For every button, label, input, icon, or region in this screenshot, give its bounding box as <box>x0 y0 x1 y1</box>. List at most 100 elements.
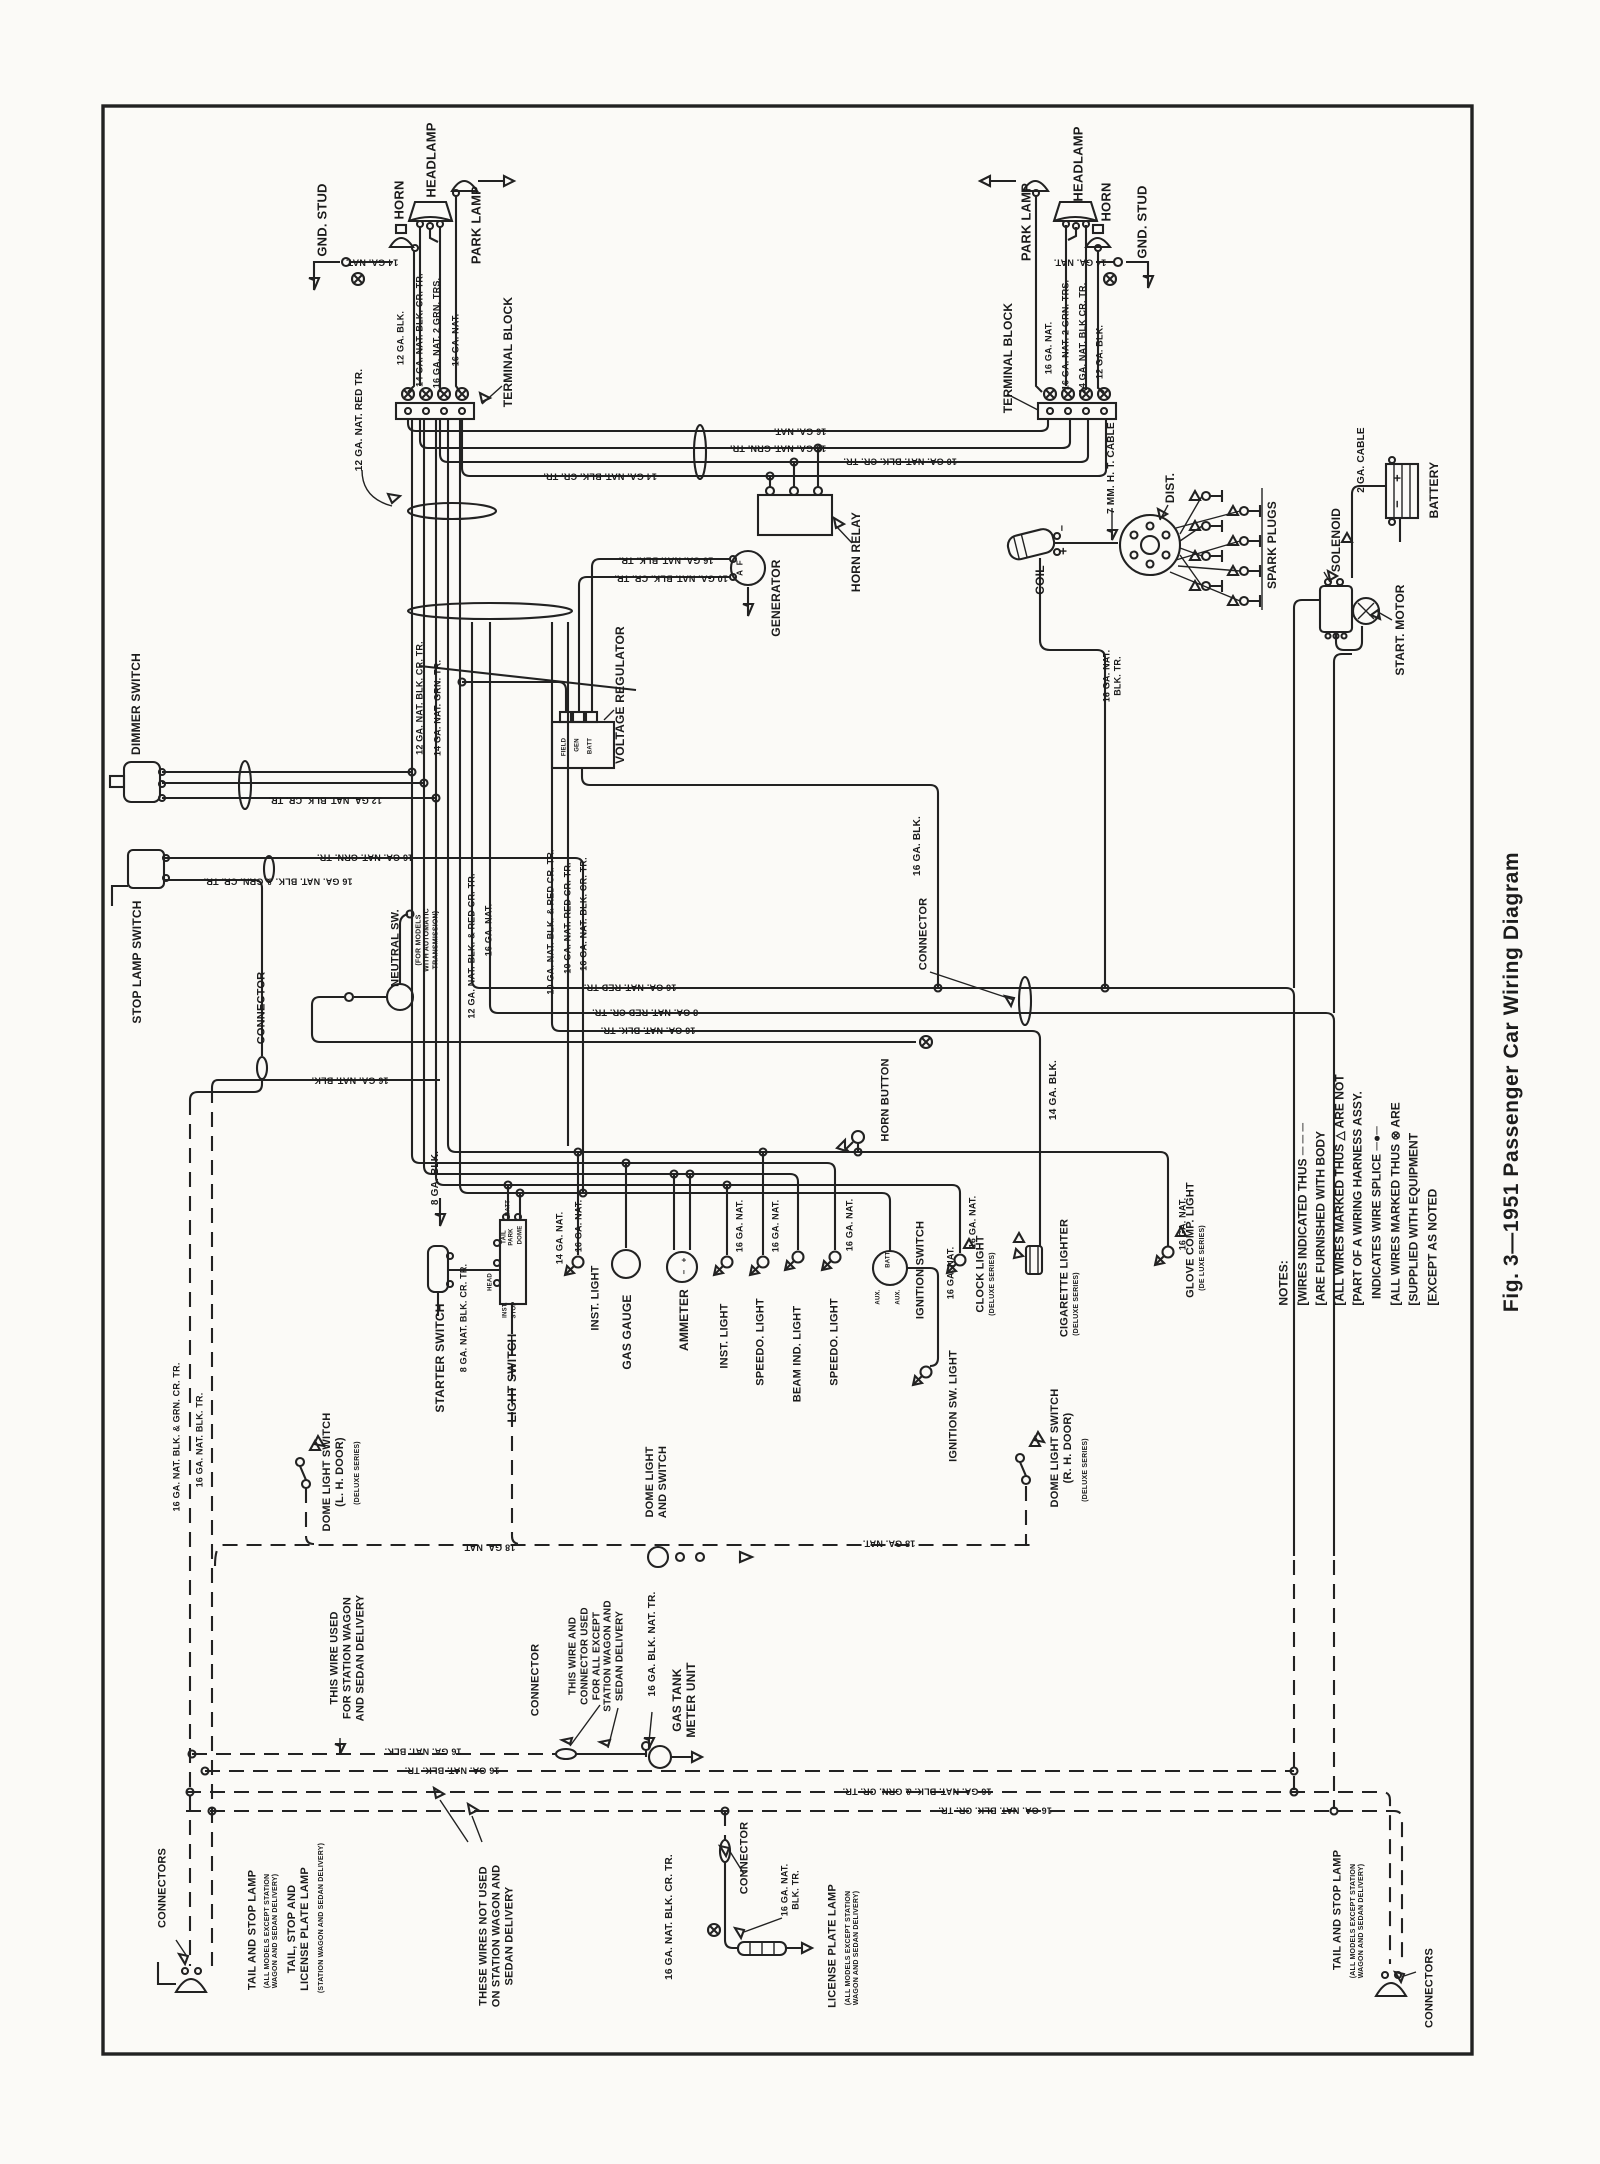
dimmer-switch-label: DIMMER SWITCH <box>128 653 143 755</box>
tail-stop-license-label: TAIL, STOP AND LICENSE PLATE LAMP <box>286 1867 311 1991</box>
spark-plugs-icon <box>1200 488 1263 610</box>
wire-10ga-nat-blk-red: 10 GA. NAT. BLK. & RED CR. TR. <box>545 849 556 995</box>
wire-16ga-nat-blk-cr-lic: 16 GA. NAT. BLK. CR. TR. <box>664 1854 676 1980</box>
ls-dome: DOME <box>517 1225 524 1245</box>
wire-12ga-nat-blk-red: 12 GA. NAT. BLK. & RED CR. TR. <box>466 873 477 1019</box>
cigarette-lighter-note: (DELUXE SERIES) <box>1072 1272 1080 1336</box>
bus-16ga-nat-grn: 16 GA. NAT. GRN. TR. <box>729 443 827 454</box>
figure-caption: Fig. 3—1951 Passenger Car Wiring Diagram <box>1500 851 1523 1313</box>
wire-12ga-blk-left: 12 GA. BLK. <box>395 310 406 366</box>
wire-16ga-nat-blk-gen: 16 GA. NAT. BLK. TR. <box>618 555 714 566</box>
wire-16ga-blk: 16 GA. BLK. <box>912 816 924 876</box>
wire-10ga-nat-blk-cr-gen: 10 GA. NAT. BLK. CR. TR. <box>614 573 728 584</box>
glove-comp-light-note: (DE LUXE SERIES) <box>1198 1225 1206 1291</box>
headlamp-left-icon <box>407 200 454 231</box>
dist-label: DIST. <box>1162 472 1177 504</box>
connector-mid-label: CONNECTOR <box>917 897 930 971</box>
horn-relay-icon <box>756 485 834 537</box>
connectors-and-wraps <box>237 423 1033 1864</box>
horn-relay-label: HORN RELAY <box>848 511 863 593</box>
wire-12ga-blk-right: 12 GA. BLK. <box>1094 324 1105 380</box>
starter-switch-label: STARTER SWITCH <box>432 1303 447 1413</box>
indicator-lights <box>564 1129 1175 1386</box>
these-wires-note: THESE WIRES NOT USED ON STATION WAGON AN… <box>477 1864 516 2008</box>
tail-stop-lamp-right-label: TAIL AND STOP LAMP <box>1331 1849 1344 1971</box>
wire-16ga-nat-blk-tr-b2: 16 GA. NAT. BLK. TR. <box>404 1765 500 1776</box>
coil-plus: + <box>1055 547 1071 555</box>
wire-16ga-nat-blk-b1: 16 GA. NAT. BLK. <box>384 1746 462 1757</box>
gas-tank-meter-label: GAS TANK METER UNIT <box>669 1662 698 1738</box>
tail-stop-lamp-right-icon <box>1374 1970 1408 1998</box>
dome-light-and-switch-label: DOME LIGHT AND SWITCH <box>644 1445 669 1519</box>
wire-16ga-nat-blk-grn-stop: 16 GA. NAT. BLK. & GRN. CR. TR. <box>203 876 353 887</box>
ign-batt: BATT. <box>885 1250 892 1268</box>
gas-gauge-label: GAS GAUGE <box>619 1294 634 1370</box>
equipment-marks <box>350 271 1118 1938</box>
triangle-marks <box>308 488 1354 1452</box>
generator-label: GENERATOR <box>768 559 783 637</box>
cigarette-lighter-label: CIGARETTE LIGHTER <box>1058 1218 1071 1338</box>
license-plate-lamp-label: LICENSE PLATE LAMP <box>826 1884 839 2008</box>
wire-10ga-nat-red-cr: 10 GA. NAT. RED CR. TR. <box>562 862 573 974</box>
start-motor-label: START. MOTOR <box>1392 584 1407 676</box>
battery-label: BATTERY <box>1426 461 1441 519</box>
wires-dashed <box>186 1088 1404 1966</box>
ls-inst: INST. <box>502 1302 509 1318</box>
wire-16ga-nat-blk-grn-b3: 16 GA. NAT. BLK. & GRN. CR. TR. <box>842 1786 992 1797</box>
wire-16ga-nat-isl: 16 GA. NAT. <box>945 1246 956 1300</box>
wire-16ga-nat-blk-cr-b4: 16 GA. NAT. BLK. CR. TR. <box>938 1805 1052 1816</box>
wire-8ga-blk: 8 GA. BLK. <box>430 1150 442 1206</box>
tail-stop-lamp-left-label: TAIL AND STOP LAMP <box>246 1869 259 1991</box>
starter-switch-icon <box>426 1244 455 1294</box>
horn-left-label: HORN <box>391 180 407 220</box>
wire-8ga-nat-red-cr: 8 GA. NAT. RED CR. TR. <box>591 1007 699 1018</box>
stop-lamp-switch-label: STOP LAMP SWITCH <box>129 900 144 1024</box>
speedo-light-2-label: SPEEDO. LIGHT <box>828 1298 841 1386</box>
wire-16ga-nat-s2: 16 GA. NAT. <box>844 1198 855 1252</box>
generator-icon <box>728 549 767 587</box>
wire-16ga-nat-c1: 16 GA. NAT. <box>483 903 494 957</box>
headlamp-left-label: HEADLAMP <box>423 122 439 198</box>
speedo-light-1-icon <box>749 1255 770 1276</box>
wire-16ga-nat-blk-tr-left: 16 GA. NAT. BLK. TR. <box>194 1392 205 1488</box>
tail-stop-lamp-right-note: (ALL MODELS EXCEPT STATION WAGON AND SED… <box>1349 1863 1365 1979</box>
light-switch-icon <box>492 1212 528 1306</box>
wire-16ga-nat-blk-tr-h: 16 GA. NAT. BLK. TR. <box>600 1025 696 1036</box>
wire-14ga-nat-blk-cr-right: 14 GA. NAT. BLK CR. TR. <box>1077 282 1088 394</box>
wires-solid <box>162 179 1417 1977</box>
dome-switch-lh-icon <box>294 1456 312 1490</box>
park-lamp-left-label: PARK LAMP <box>468 185 484 265</box>
horn-right-label: HORN <box>1098 182 1114 222</box>
wire-16ga-nat-blk-tr-lic: 16 GA. NAT. BLK. TR. <box>779 1863 800 1917</box>
wire-18ga-nat-left: 18 GA. NAT. <box>462 1542 516 1553</box>
park-lamp-right-icon <box>1021 179 1050 198</box>
wire-16ga-nat-left: 16 GA. NAT. <box>450 313 461 367</box>
ignition-sw-light-label: IGNITION SW. LIGHT <box>947 1350 960 1462</box>
wire-16ga-nat-grn-stop: 16 GA. NAT. GRN. TR. <box>316 852 414 863</box>
connector-license-label: CONNECTOR <box>738 1821 751 1895</box>
clock-light-note: (DELUXE SERIES) <box>988 1252 996 1316</box>
ign-aux1: AUX. <box>875 1289 882 1305</box>
cable-7mm-ht: 7 MM. H. T. CABLE <box>1106 422 1118 514</box>
tail-stop-lamp-left-icon <box>156 1962 208 1994</box>
speedo-light-2-icon <box>821 1250 842 1271</box>
beam-ind-light-label: BEAM IND. LIGHT <box>791 1305 804 1403</box>
vr-batt: BATT <box>587 737 594 755</box>
tail-stop-lamp-left-note: (ALL MODELS EXCEPT STATION WAGON AND SED… <box>263 1873 279 1989</box>
vr-field: FIELD <box>561 737 568 757</box>
beam-ind-light-icon <box>784 1250 805 1271</box>
components <box>108 174 1420 1998</box>
wire-12ga-nat-red-tr: 12 GA. NAT. RED TR. <box>354 368 366 472</box>
solenoid-icon <box>1318 577 1354 640</box>
clock-light-icon <box>946 1253 967 1274</box>
gnd-stud-right-label: GND. STUD <box>1134 185 1150 259</box>
park-lamp-left-icon <box>450 179 479 198</box>
gnd-stud-right-icon <box>1112 256 1124 268</box>
ammeter-signs: − + <box>679 1257 689 1275</box>
ls-batt: BATT <box>505 1199 512 1217</box>
battery-minus: − <box>1389 500 1405 508</box>
ls-stop: STOP <box>511 1301 518 1319</box>
notes-block: NOTES: [WIRES INDICATED THUS ─ ─ ─ [ARE … <box>1276 1074 1440 1306</box>
wire-16ga-nat-right: 16 GA. NAT. <box>1043 321 1054 375</box>
ls-park: PARK <box>508 1228 515 1246</box>
